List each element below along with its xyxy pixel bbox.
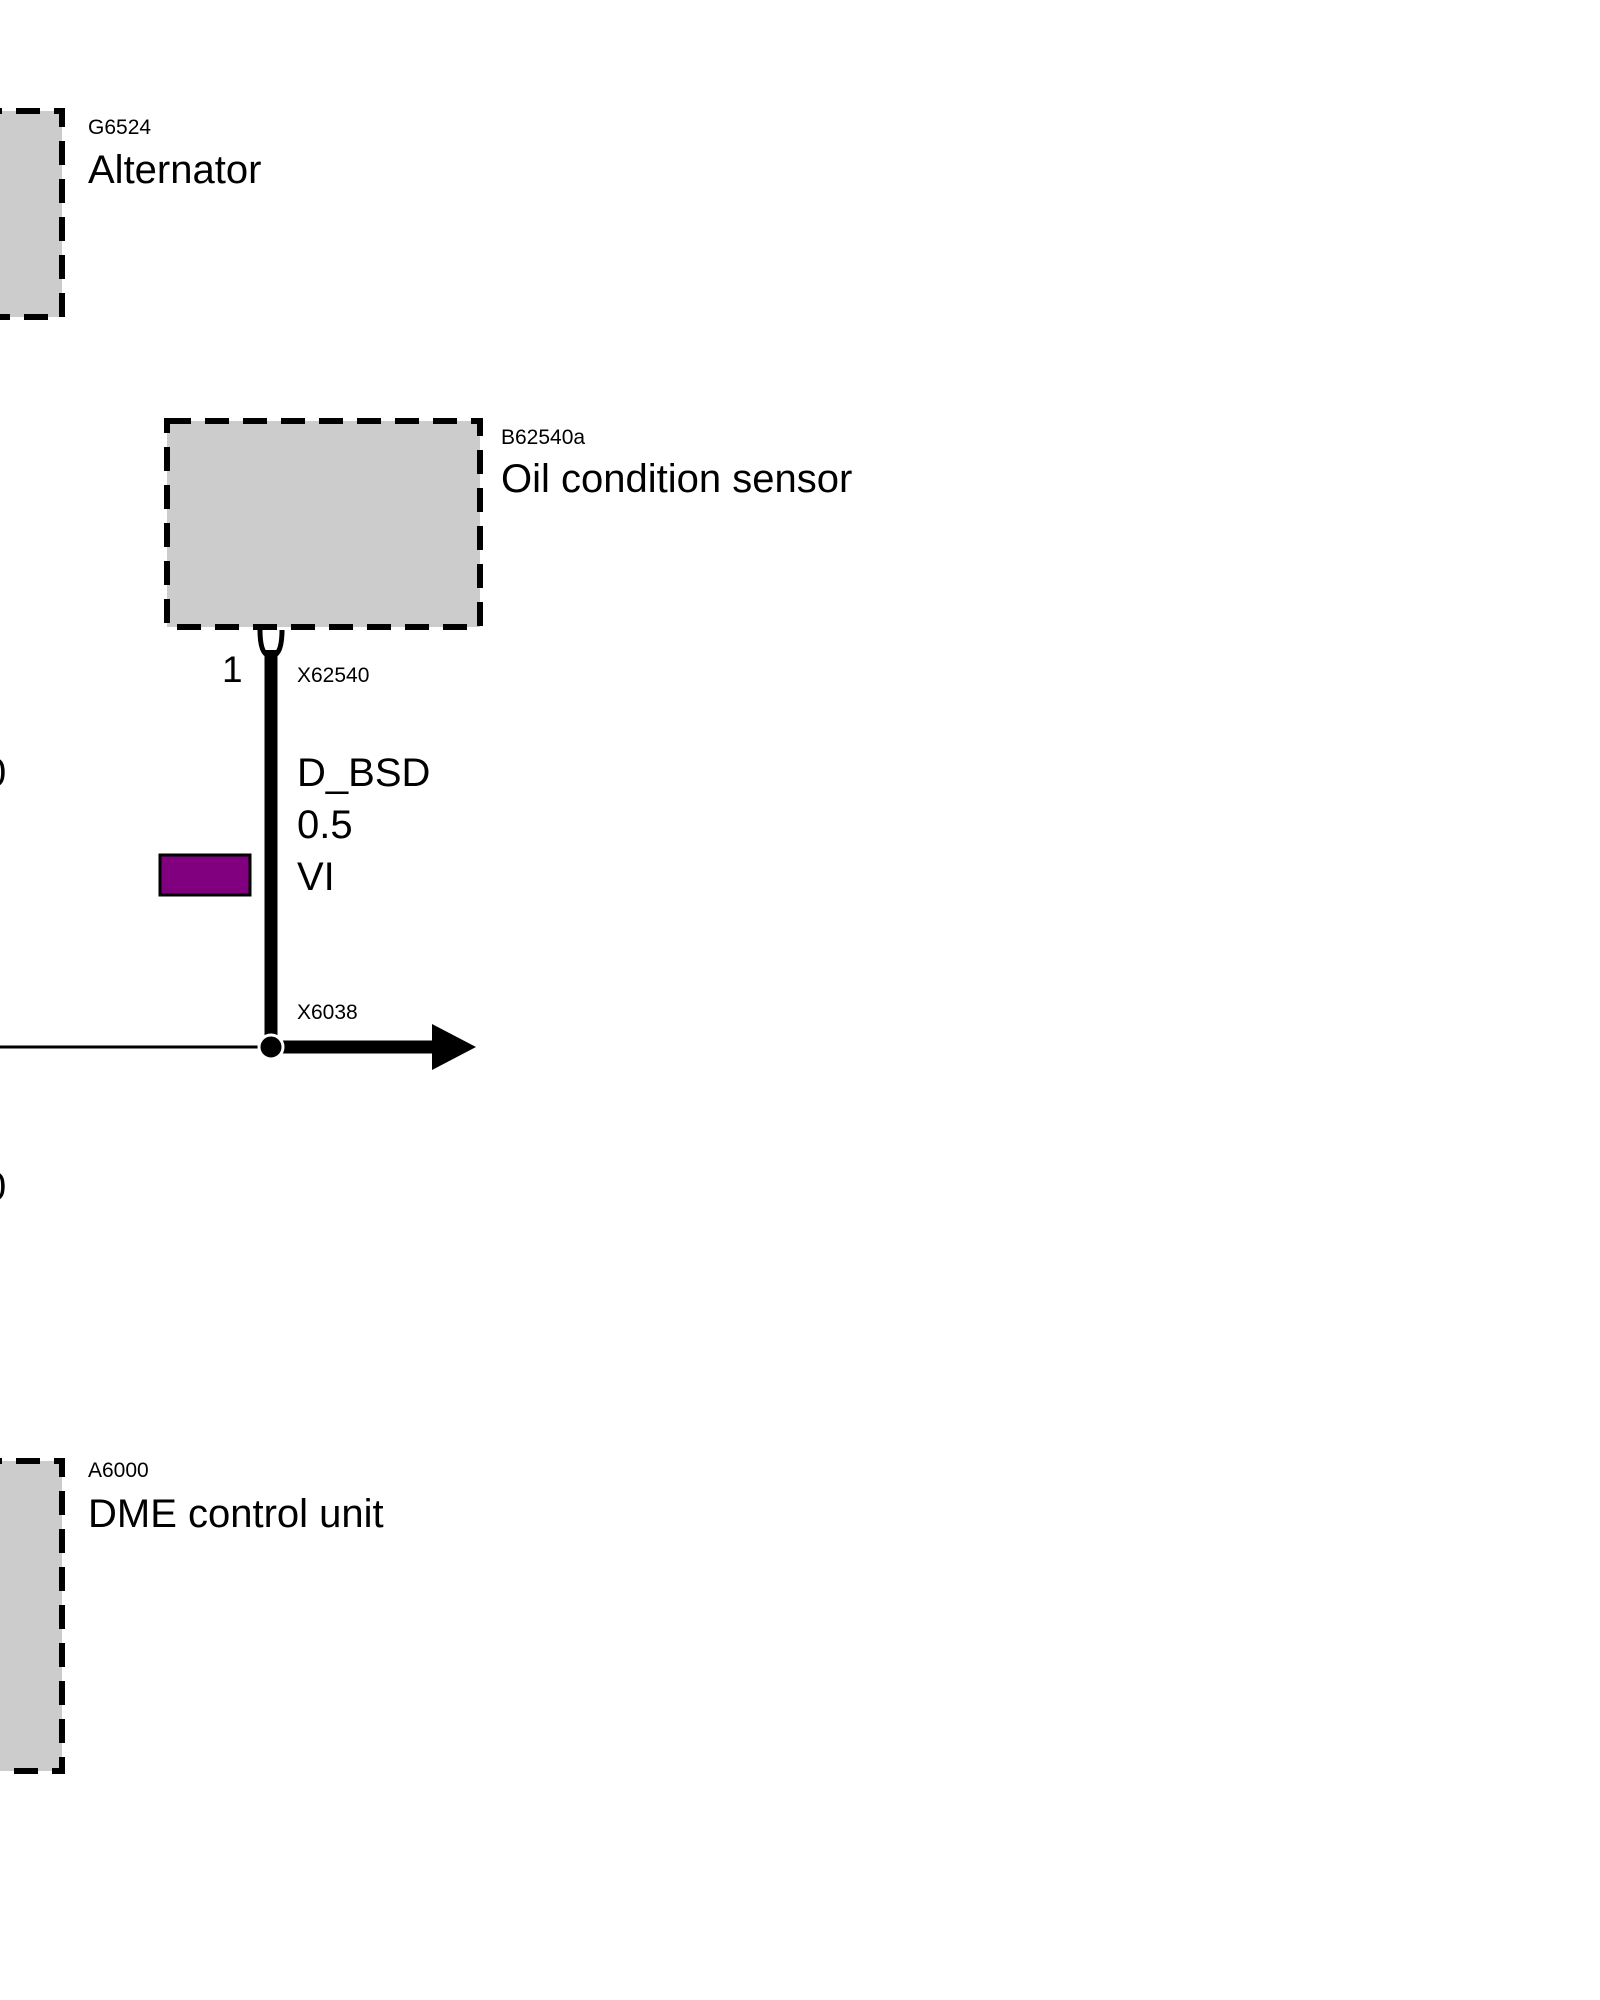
arrow-right-icon	[432, 1024, 476, 1070]
oil-condition-sensor-component[interactable]: B62540a Oil condition sensor	[164, 418, 852, 630]
dme-box	[0, 1458, 65, 1774]
sensor-connector[interactable]: 1 X62540	[222, 629, 369, 690]
wire-cross-section: 0.5	[297, 803, 353, 847]
dme-control-unit-component[interactable]: A6000 DME control unit	[0, 1458, 384, 1774]
splice-connector[interactable]: X6038	[0, 1001, 476, 1070]
oil-sensor-code: B62540a	[501, 426, 585, 449]
connector-pin-number: 1	[222, 649, 243, 690]
alternator-component[interactable]: G6524 Alternator	[0, 108, 261, 320]
connector-code: X62540	[297, 664, 369, 687]
alternator-code: G6524	[88, 116, 151, 139]
wire-color-code: VI	[297, 855, 335, 899]
wire-signal-name: D_BSD	[297, 751, 430, 795]
alternator-name: Alternator	[88, 148, 261, 192]
dme-name: DME control unit	[88, 1492, 384, 1536]
splice-dot	[257, 1033, 285, 1061]
oil-sensor-box	[164, 418, 483, 630]
left-edge-fragment-lower: 0	[0, 1165, 6, 1209]
oil-sensor-name: Oil condition sensor	[501, 457, 852, 501]
left-edge-fragment-upper: 0	[0, 751, 6, 795]
alternator-box	[0, 108, 65, 320]
splice-code: X6038	[297, 1001, 358, 1024]
wire-color-swatch	[158, 853, 252, 897]
dme-code: A6000	[88, 1459, 149, 1482]
